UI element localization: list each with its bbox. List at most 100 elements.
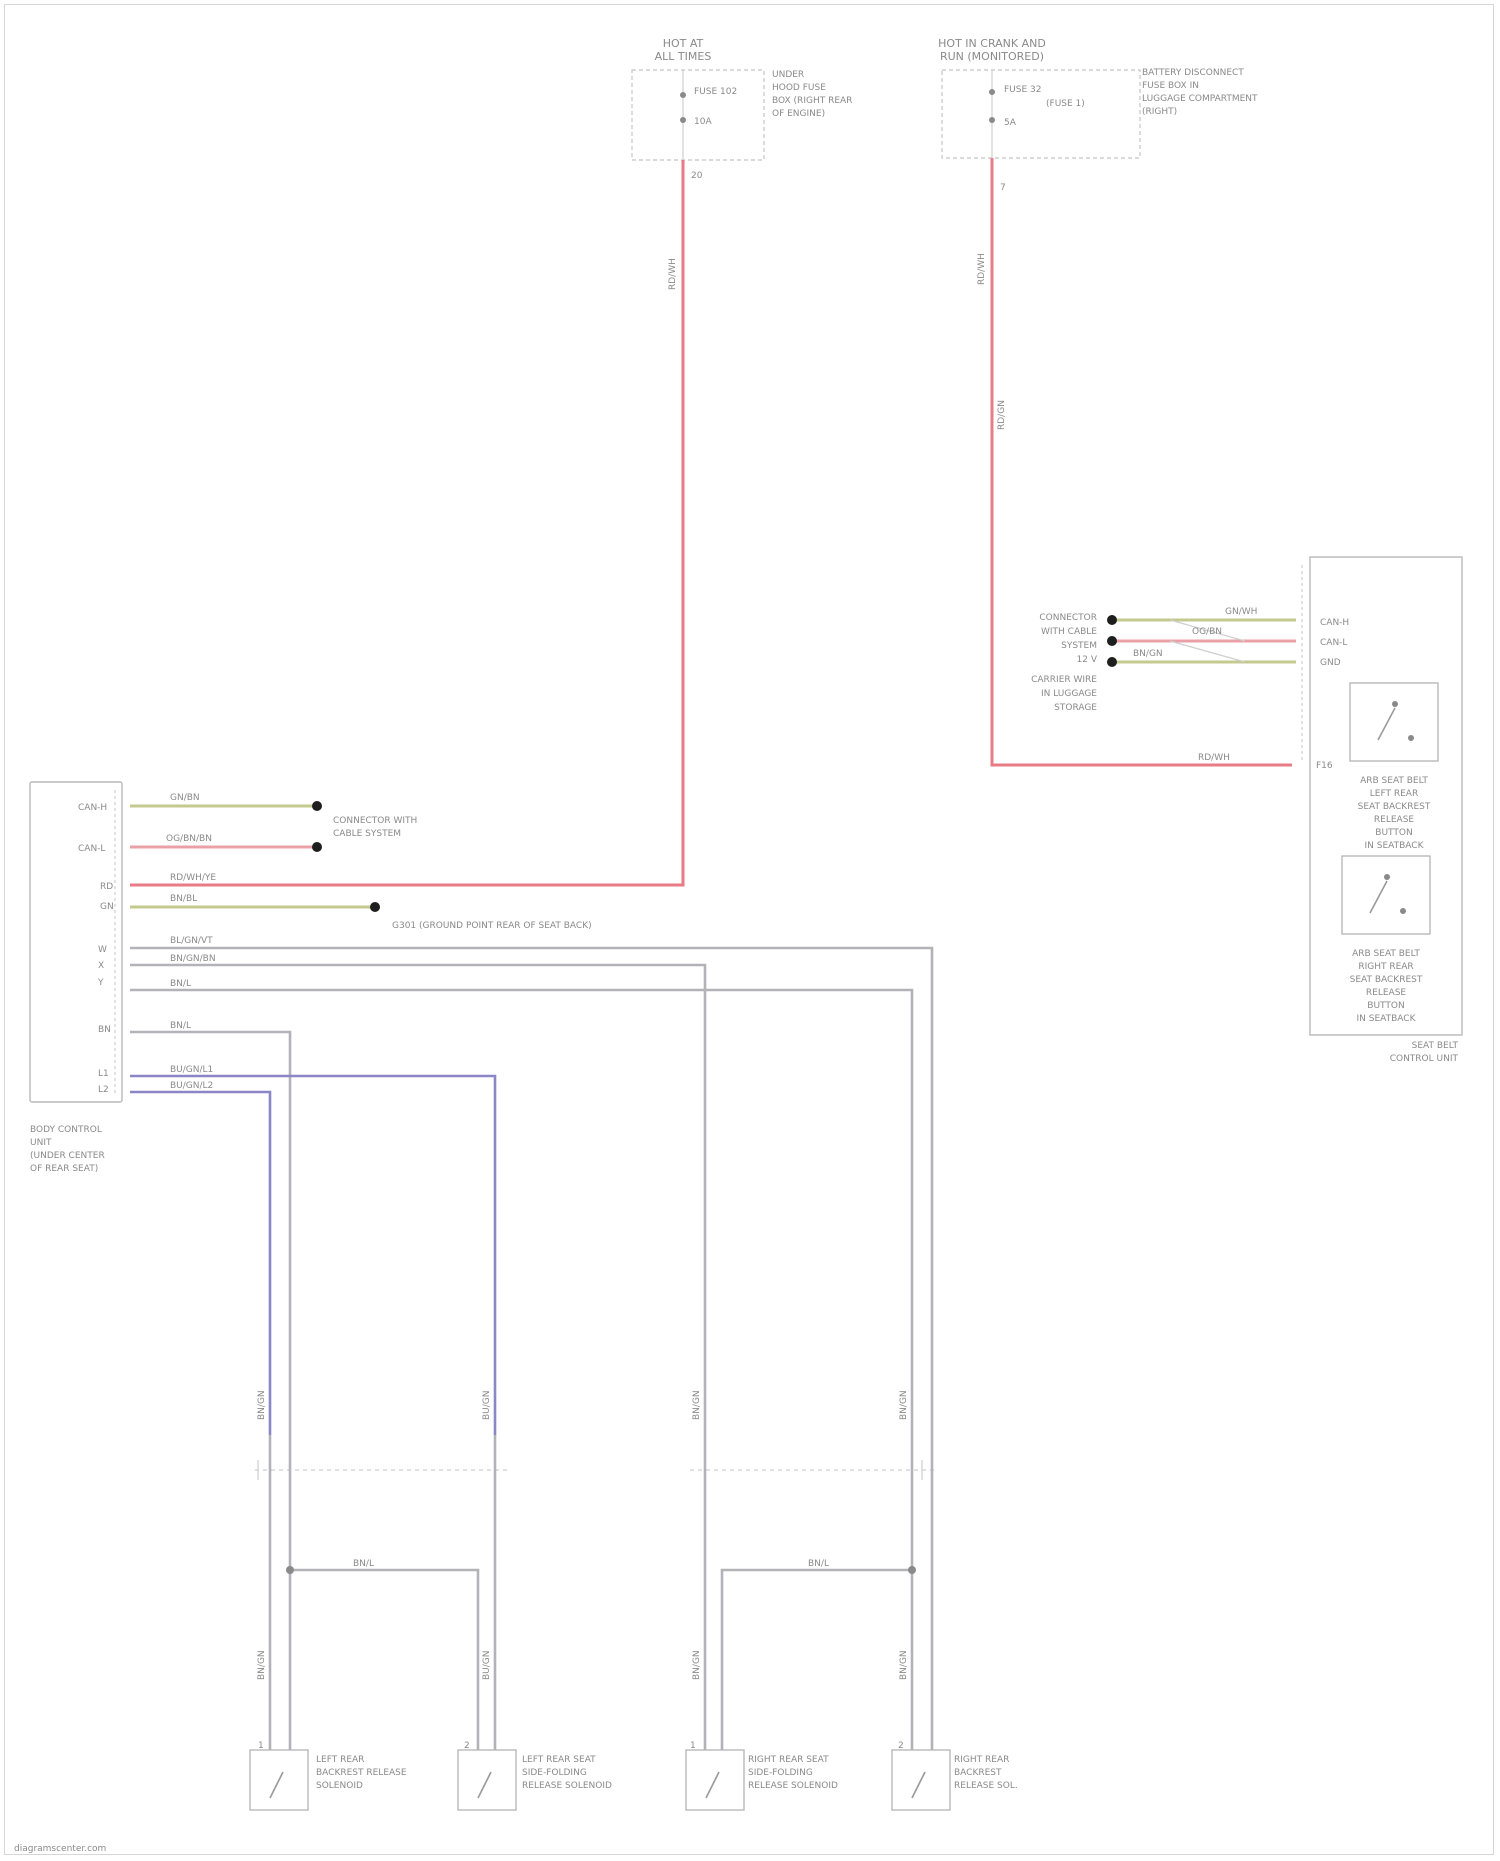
- motor3-name-3: RELEASE SOLENOID: [748, 1781, 838, 1791]
- bcu-wire-1: GN/BN: [170, 793, 200, 803]
- wire2-code-lower: RD/GN: [997, 400, 1007, 430]
- wire1-code: RD/WH: [668, 258, 678, 290]
- fuse1-side-4: OF ENGINE): [772, 109, 825, 119]
- scu-conn-2: CAN-L: [1320, 638, 1347, 648]
- scu-left-1: CONNECTOR: [1039, 613, 1097, 623]
- fuse-box-1: HOT AT ALL TIMES FUSE 102 10A UNDER HOOD…: [632, 37, 852, 181]
- scu-button-1-text: ARB SEAT BELT LEFT REAR SEAT BACKREST RE…: [1358, 776, 1431, 851]
- btn2-l3: SEAT BACKREST: [1350, 975, 1423, 985]
- scu-pin: F16: [1316, 761, 1333, 771]
- fuse1-side-3: BOX (RIGHT REAR: [772, 96, 852, 106]
- bcu-pin-3: RD: [100, 882, 113, 892]
- lower-harness: BN/L BN/L: [255, 1435, 935, 1750]
- fuse2-sub: (FUSE 1): [1046, 99, 1085, 109]
- scu-left-6: IN LUGGAGE: [1041, 689, 1097, 699]
- scu-red-wire: RD/WH: [1198, 753, 1230, 763]
- fuse2-side-2: FUSE BOX IN: [1142, 81, 1199, 91]
- motor4-name-1: RIGHT REAR: [954, 1755, 1009, 1765]
- bcu-ref-1a: CONNECTOR WITH: [333, 816, 417, 826]
- scu-title-1: SEAT BELT: [1412, 1041, 1459, 1051]
- scu-left-5: CARRIER WIRE: [1031, 675, 1097, 685]
- motor2-name-1: LEFT REAR SEAT: [522, 1755, 596, 1765]
- fuse2-label: FUSE 32: [1004, 85, 1041, 95]
- fuse2-side-1: BATTERY DISCONNECT: [1142, 68, 1244, 78]
- fuse1-label: FUSE 102: [694, 87, 737, 97]
- bcu-wire-9: BU/GN/L1: [170, 1065, 213, 1075]
- bcu-pin-2: CAN-L: [78, 844, 105, 854]
- btn1-l6: IN SEATBACK: [1365, 841, 1425, 851]
- fuse1-amp: 10A: [694, 117, 712, 127]
- scu-wire-3: BN/GN: [1133, 649, 1163, 659]
- bcu-pin-5: W: [98, 945, 107, 955]
- fuse2-amp: 5A: [1004, 118, 1017, 128]
- scu-left-2: WITH CABLE: [1041, 627, 1097, 637]
- fuse2-side-3: LUGGAGE COMPARTMENT: [1142, 94, 1258, 104]
- bcu-wire-8: BN/L: [170, 1021, 191, 1031]
- bcu-pin-9: L1: [98, 1069, 109, 1079]
- horiz-label-2: BN/L: [808, 1559, 829, 1569]
- motor1-name-3: SOLENOID: [316, 1781, 363, 1791]
- fuse1-pin: 20: [691, 171, 703, 181]
- bcu-box: [30, 782, 122, 1102]
- motor3-wire-bot: BN/GN: [692, 1650, 702, 1680]
- bcu-pin-1: CAN-H: [78, 803, 107, 813]
- btn2-l4: RELEASE: [1366, 988, 1407, 998]
- motor4-name-2: BACKREST: [954, 1768, 1002, 1778]
- power-wires: RD/WH RD/WH RD/GN: [130, 158, 1292, 885]
- bcu-wire-3: RD/WH/YE: [170, 873, 216, 883]
- motor1-wire-top: BN/GN: [257, 1390, 267, 1420]
- btn1-l1: ARB SEAT BELT: [1360, 776, 1428, 786]
- scu-left-3: SYSTEM: [1061, 641, 1097, 651]
- motor4-wire-bot: BN/GN: [899, 1650, 909, 1680]
- body-control-unit: CAN-H CAN-L RD GN W X Y BN L1 L2 BODY CO…: [30, 782, 932, 1435]
- motor1-name-1: LEFT REAR: [316, 1755, 364, 1765]
- bcu-pin-4: GN: [100, 902, 114, 912]
- wire2-code-upper: RD/WH: [977, 253, 987, 285]
- scu-wire-2: OG/BN: [1192, 627, 1222, 637]
- fuse1-side-2: HOOD FUSE: [772, 83, 826, 93]
- btn1-l2: LEFT REAR: [1370, 789, 1418, 799]
- fuse1-box: [632, 70, 764, 160]
- fuse2-header-1: HOT IN CRANK AND: [938, 37, 1046, 50]
- motor2-wire-bot: BU/GN: [482, 1650, 492, 1680]
- scu-conn-1: CAN-H: [1320, 618, 1349, 628]
- bcu-wire-4: BN/BL: [170, 894, 197, 904]
- btn1-l3: SEAT BACKREST: [1358, 802, 1431, 812]
- btn2-l6: IN SEATBACK: [1357, 1014, 1417, 1024]
- motor2-wire-top: BU/GN: [482, 1390, 492, 1420]
- footer-watermark: diagramscenter.com: [14, 1844, 106, 1854]
- motor2-name-2: SIDE-FOLDING: [522, 1768, 587, 1778]
- bcu-pin-7: Y: [97, 978, 104, 988]
- motor-3: BN/GN BN/GN 1 RIGHT REAR SEAT SIDE-FOLDI…: [686, 1390, 838, 1810]
- bcu-ref-1b: CABLE SYSTEM: [333, 829, 401, 839]
- scu-left-4: 12 V: [1077, 655, 1098, 665]
- bcu-pin-10: L2: [98, 1085, 109, 1095]
- motor1-name-2: BACKREST RELEASE: [316, 1768, 407, 1778]
- scu-conn-3: GND: [1320, 658, 1341, 668]
- bcu-wire-10: BU/GN/L2: [170, 1081, 213, 1091]
- bcu-pin-6: X: [98, 961, 104, 971]
- wire-fuse2-to-scu: [992, 158, 1292, 765]
- motor3-name-1: RIGHT REAR SEAT: [748, 1755, 829, 1765]
- bcu-title-1: BODY CONTROL: [30, 1125, 102, 1135]
- bcu-wire-6: BN/GN/BN: [170, 954, 216, 964]
- scu-wire-1: GN/WH: [1225, 607, 1257, 617]
- btn1-l4: RELEASE: [1374, 815, 1415, 825]
- fuse2-pin: 7: [1000, 183, 1006, 193]
- bcu-wire-7: BN/L: [170, 979, 191, 989]
- fuse1-side-1: UNDER: [772, 70, 804, 80]
- motor3-name-2: SIDE-FOLDING: [748, 1768, 813, 1778]
- fuse1-header-2: ALL TIMES: [655, 50, 712, 63]
- scu-button-1-box: [1350, 683, 1438, 761]
- btn1-l5: BUTTON: [1375, 828, 1412, 838]
- scu-button-2-box: [1342, 856, 1430, 934]
- seat-belt-control-unit: CAN-H CAN-L GND F16 GN/WH OG/BN BN/GN RD…: [1031, 557, 1462, 1064]
- scu-button-2-text: ARB SEAT BELT RIGHT REAR SEAT BACKREST R…: [1350, 949, 1423, 1024]
- bcu-title-2: UNIT: [30, 1138, 52, 1148]
- scu-left-7: STORAGE: [1054, 703, 1097, 713]
- bcu-ref-2: G301 (GROUND POINT REAR OF SEAT BACK): [392, 921, 592, 931]
- bcu-pin-8: BN: [98, 1025, 111, 1035]
- motor3-wire-top: BN/GN: [692, 1390, 702, 1420]
- btn2-l1: ARB SEAT BELT: [1352, 949, 1420, 959]
